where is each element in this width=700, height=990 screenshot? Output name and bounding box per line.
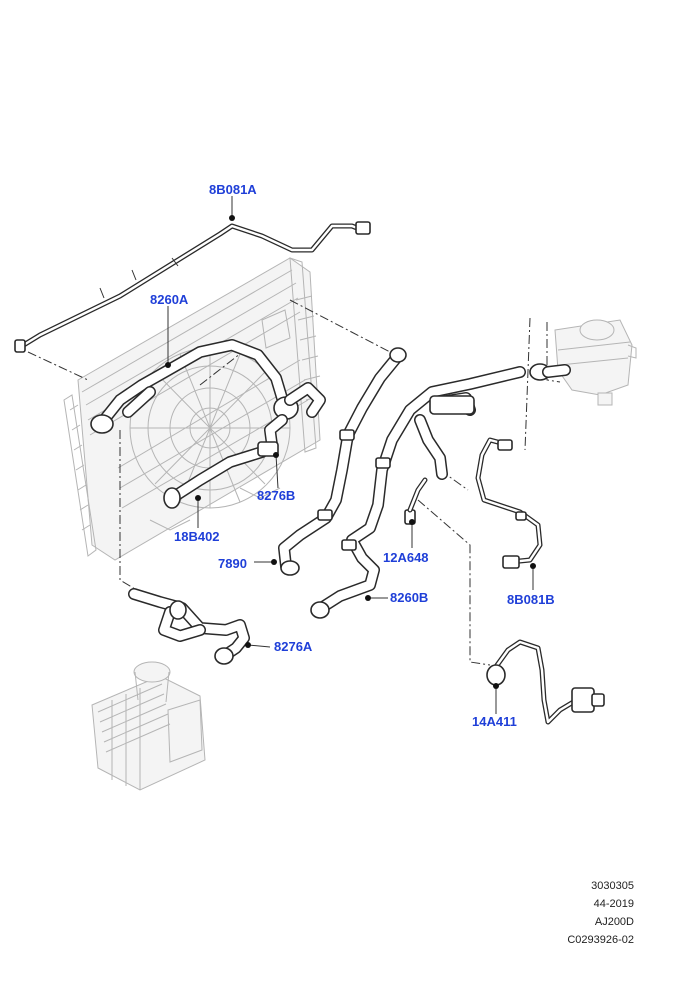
label-8276a: 8276A [274,639,313,654]
label-8260a: 8260A [150,292,189,307]
label-8260b: 8260B [390,590,429,605]
hose-8260a [90,339,326,434]
expansion-tank [554,319,637,406]
alignment-lines [27,299,561,666]
hose-8276b [163,414,288,509]
callout-leaders [165,196,536,714]
harness-14a411 [486,639,605,725]
harness-8b081b [475,437,543,569]
hose-7890 [278,347,407,576]
sensor-12a648 [404,477,428,525]
label-7890: 7890 [218,556,247,571]
harness-8b081a [14,221,371,353]
label-14a411: 14A411 [472,714,517,729]
label-8276b: 8276B [257,488,296,503]
label-12a648: 12A648 [383,550,429,565]
footer-reference-code: 3030305 [591,880,634,892]
label-18b402: 18B402 [174,529,220,544]
footer-date-code: 44-2019 [593,898,634,910]
intercooler [91,661,206,791]
footer-engine-code: AJ200D [594,916,634,928]
label-8b081b: 8B081B [507,592,555,607]
hose-8276a [128,588,250,665]
hose-8260b [310,363,571,619]
label-8b081a: 8B081A [209,182,257,197]
footer-illustration-id: C0293926-02 [567,934,634,946]
